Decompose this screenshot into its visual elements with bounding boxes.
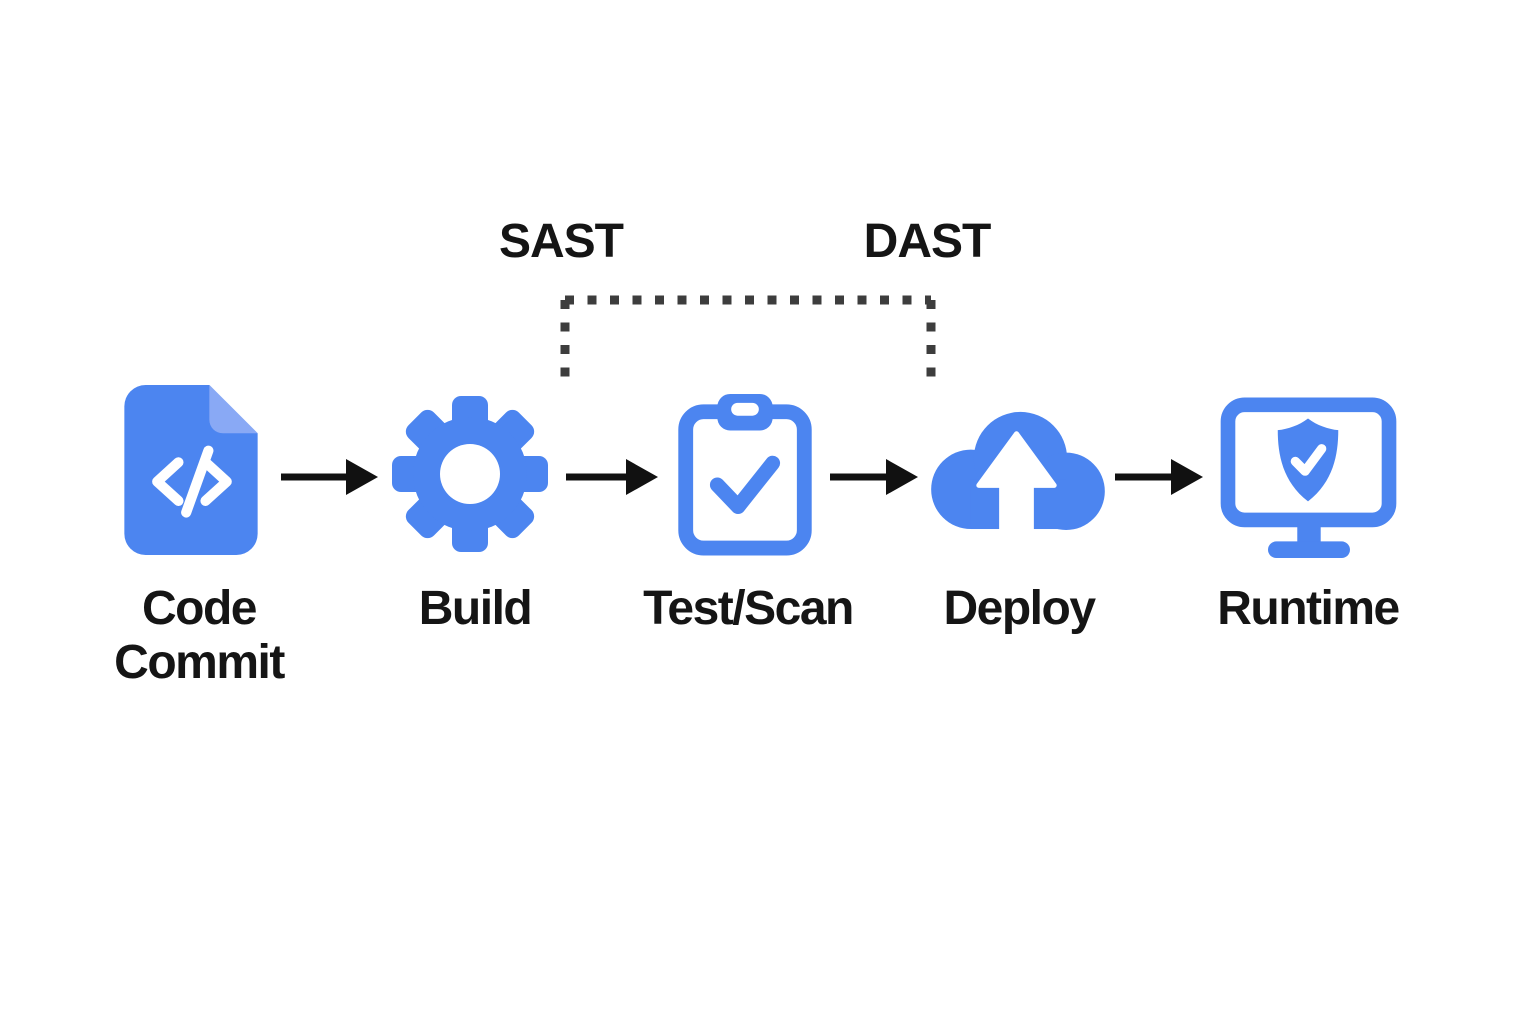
sast-label: SAST	[498, 215, 624, 268]
monitor-shield-icon	[1220, 397, 1397, 559]
arrow-right-icon	[1115, 459, 1203, 495]
arrow-right-icon	[566, 459, 658, 495]
code-file-icon	[124, 385, 258, 555]
stage-deploy	[928, 402, 1106, 532]
arrow-right-icon	[281, 459, 378, 495]
stage-test-scan	[677, 390, 813, 556]
stage-label: Runtime	[1217, 582, 1400, 635]
cloud-upload-icon	[931, 411, 1105, 532]
gear-icon	[392, 396, 548, 552]
stage-runtime	[1218, 397, 1399, 559]
dotted-bracket-connector	[560, 295, 936, 380]
arrow-right-icon	[830, 459, 918, 495]
dast-label: DAST	[863, 215, 992, 268]
stage-build	[392, 394, 548, 554]
stage-label: Build	[418, 582, 533, 635]
stage-label: Deploy	[943, 582, 1096, 635]
stage-label: Code Commit	[114, 582, 285, 689]
clipboard-check-icon	[678, 393, 812, 556]
stage-label: Test/Scan	[643, 582, 854, 635]
stage-code-commit	[123, 385, 259, 555]
